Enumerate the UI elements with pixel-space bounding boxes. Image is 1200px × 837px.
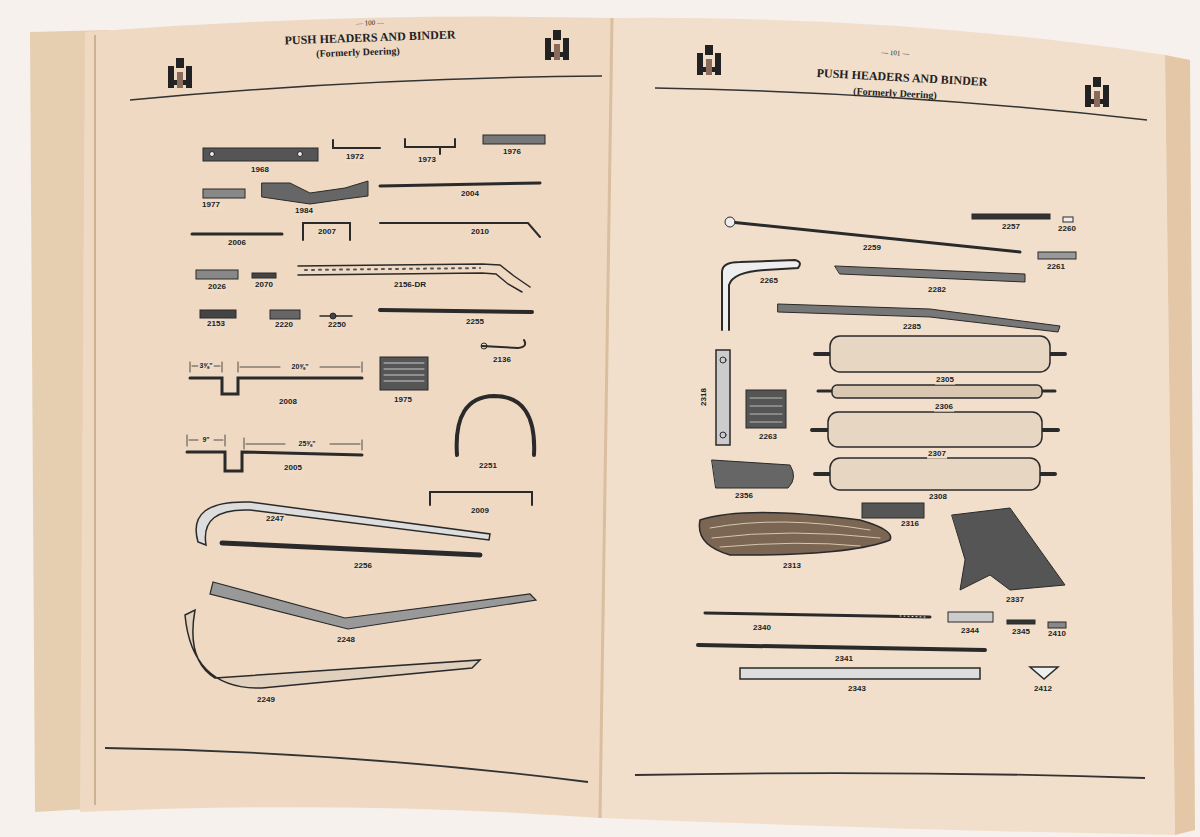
part-number: 2344 [960,627,980,636]
part-number: 2255 [465,318,485,327]
right-page [600,18,1175,835]
part-number: 2257 [1001,223,1021,232]
part-number: 2345 [1011,628,1031,637]
part-number: 2316 [900,520,920,529]
part-number: 2247 [265,515,285,524]
part-number: 2305 [935,376,955,385]
footer-rule [635,773,1145,778]
page-edges [1165,55,1195,835]
part-number: 2261 [1046,263,1066,272]
part-number: 2026 [207,283,227,292]
binding-fold [94,35,96,805]
part-number: 3⅝" [198,362,213,370]
part-number: 2004 [460,190,480,199]
part-number: 2343 [847,685,867,694]
part-number: 9" [201,436,210,444]
part-number: 2256 [353,562,373,571]
part-number: 1973 [417,156,437,165]
part-number: 2251 [478,462,498,471]
part-number: 2009 [470,507,490,516]
page-heading: — 101 — [880,49,910,58]
page-heading: (Formerly Deering) [315,45,401,59]
page-heading: (Formerly Deering) [852,85,938,100]
part-number: 1972 [345,153,365,162]
part-drawings [185,135,1076,688]
part-number: 2260 [1057,225,1077,234]
part-number: 2136 [492,356,512,365]
part-number: 2249 [256,696,276,705]
part-number: 2156-DR [393,281,427,290]
left-page [80,17,612,818]
part-number: 2070 [254,281,274,290]
part-number: 2341 [834,655,854,664]
part-number: 2318 [700,387,709,407]
part-number: 2250 [327,321,347,330]
part-number: 2265 [759,277,779,286]
part-number: 2282 [927,286,947,295]
part-number: 1968 [250,166,270,175]
part-number: 1975 [393,396,413,405]
part-number: 2308 [928,493,948,502]
part-number: 2285 [902,323,922,332]
part-number: 1976 [502,148,522,157]
part-number: 2005 [283,464,303,473]
page-heading: PUSH HEADERS AND BINDER [283,28,456,47]
gutter [600,18,612,818]
header-rule [130,76,602,100]
part-number: 20⅝" [291,363,310,371]
part-number: 2007 [317,228,337,237]
part-number: 2307 [927,450,947,459]
part-number: 2006 [227,239,247,248]
part-number: 2008 [278,398,298,407]
part-number: 2153 [206,320,226,329]
page-heading: — 100 — [355,20,385,29]
part-number: 2259 [862,244,882,253]
part-number: 2263 [758,433,778,442]
part-number: 2220 [274,321,294,330]
part-number: 2356 [734,492,754,501]
part-number: 2337 [1005,596,1025,605]
part-number: 2410 [1047,630,1067,639]
part-number: 2306 [934,403,954,412]
page-heading: PUSH HEADERS AND BINDER [815,67,988,89]
part-number: 2248 [336,636,356,645]
part-number: 25⅝" [298,440,317,448]
part-number: 2412 [1033,685,1053,694]
part-number: 2313 [782,562,802,571]
footer-rule [105,748,588,782]
part-number: 2010 [470,228,490,237]
part-number: 1977 [201,201,221,210]
part-number: 1984 [294,207,314,216]
part-number: 2340 [752,624,772,633]
